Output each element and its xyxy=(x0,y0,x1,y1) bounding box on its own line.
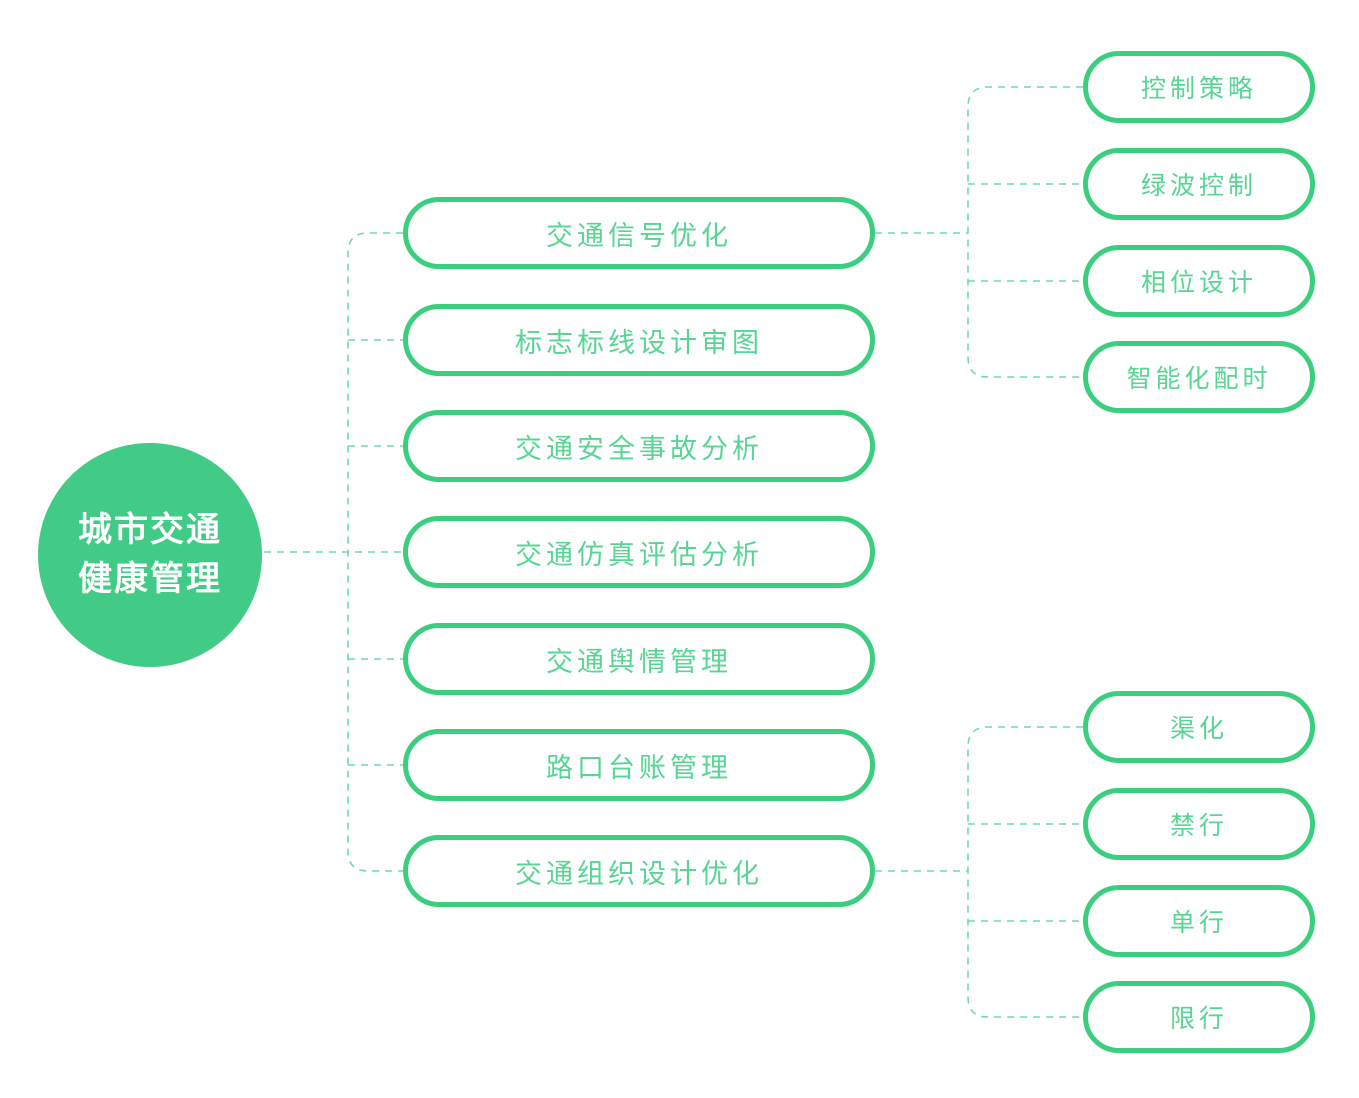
root-node[interactable]: 城市交通 健康管理 xyxy=(38,443,262,667)
leaf-node-one-way[interactable]: 单行 xyxy=(1083,885,1315,957)
branch-label: 交通组织设计优化 xyxy=(515,858,763,889)
leaf-label: 限行 xyxy=(1169,1005,1228,1033)
leaf-label: 相位设计 xyxy=(1140,269,1257,297)
branch-node-traffic-organization-design[interactable]: 交通组织设计优化 xyxy=(403,835,875,907)
connector-left-trunk xyxy=(347,232,403,872)
branch-node-traffic-public-opinion[interactable]: 交通舆情管理 xyxy=(403,623,875,695)
branch-label: 交通安全事故分析 xyxy=(515,433,763,464)
leaf-node-intelligent-timing[interactable]: 智能化配时 xyxy=(1083,341,1315,413)
root-label-line2: 健康管理 xyxy=(78,560,222,598)
branch-label: 交通仿真评估分析 xyxy=(515,539,763,570)
branch-node-traffic-simulation-evaluation[interactable]: 交通仿真评估分析 xyxy=(403,516,875,588)
branch-label: 交通信号优化 xyxy=(546,220,732,251)
leaf-node-no-entry[interactable]: 禁行 xyxy=(1083,788,1315,860)
branch-node-intersection-ledger[interactable]: 路口台账管理 xyxy=(403,729,875,801)
branch-label: 交通舆情管理 xyxy=(546,646,732,677)
leaf-label: 智能化配时 xyxy=(1126,365,1272,393)
branch-node-sign-marking-design-review[interactable]: 标志标线设计审图 xyxy=(403,304,875,376)
leaf-node-channelization[interactable]: 渠化 xyxy=(1083,691,1315,763)
leaf-label: 禁行 xyxy=(1169,812,1228,840)
branch-label: 路口台账管理 xyxy=(546,752,732,783)
leaf-label: 渠化 xyxy=(1169,715,1228,743)
leaf-node-restricted-travel[interactable]: 限行 xyxy=(1083,981,1315,1053)
connector-org-trunk xyxy=(967,726,1083,1018)
branch-label: 标志标线设计审图 xyxy=(515,327,763,358)
leaf-label: 绿波控制 xyxy=(1140,172,1257,200)
root-label-line1: 城市交通 xyxy=(78,510,222,549)
leaf-label: 控制策略 xyxy=(1140,75,1257,103)
connector-signal-trunk xyxy=(967,86,1083,378)
leaf-node-control-strategy[interactable]: 控制策略 xyxy=(1083,51,1315,123)
branch-node-traffic-signal-optimization[interactable]: 交通信号优化 xyxy=(403,197,875,269)
leaf-label: 单行 xyxy=(1169,909,1228,937)
leaf-node-green-wave-control[interactable]: 绿波控制 xyxy=(1083,148,1315,220)
branch-node-traffic-accident-analysis[interactable]: 交通安全事故分析 xyxy=(403,410,875,482)
leaf-node-phase-design[interactable]: 相位设计 xyxy=(1083,245,1315,317)
